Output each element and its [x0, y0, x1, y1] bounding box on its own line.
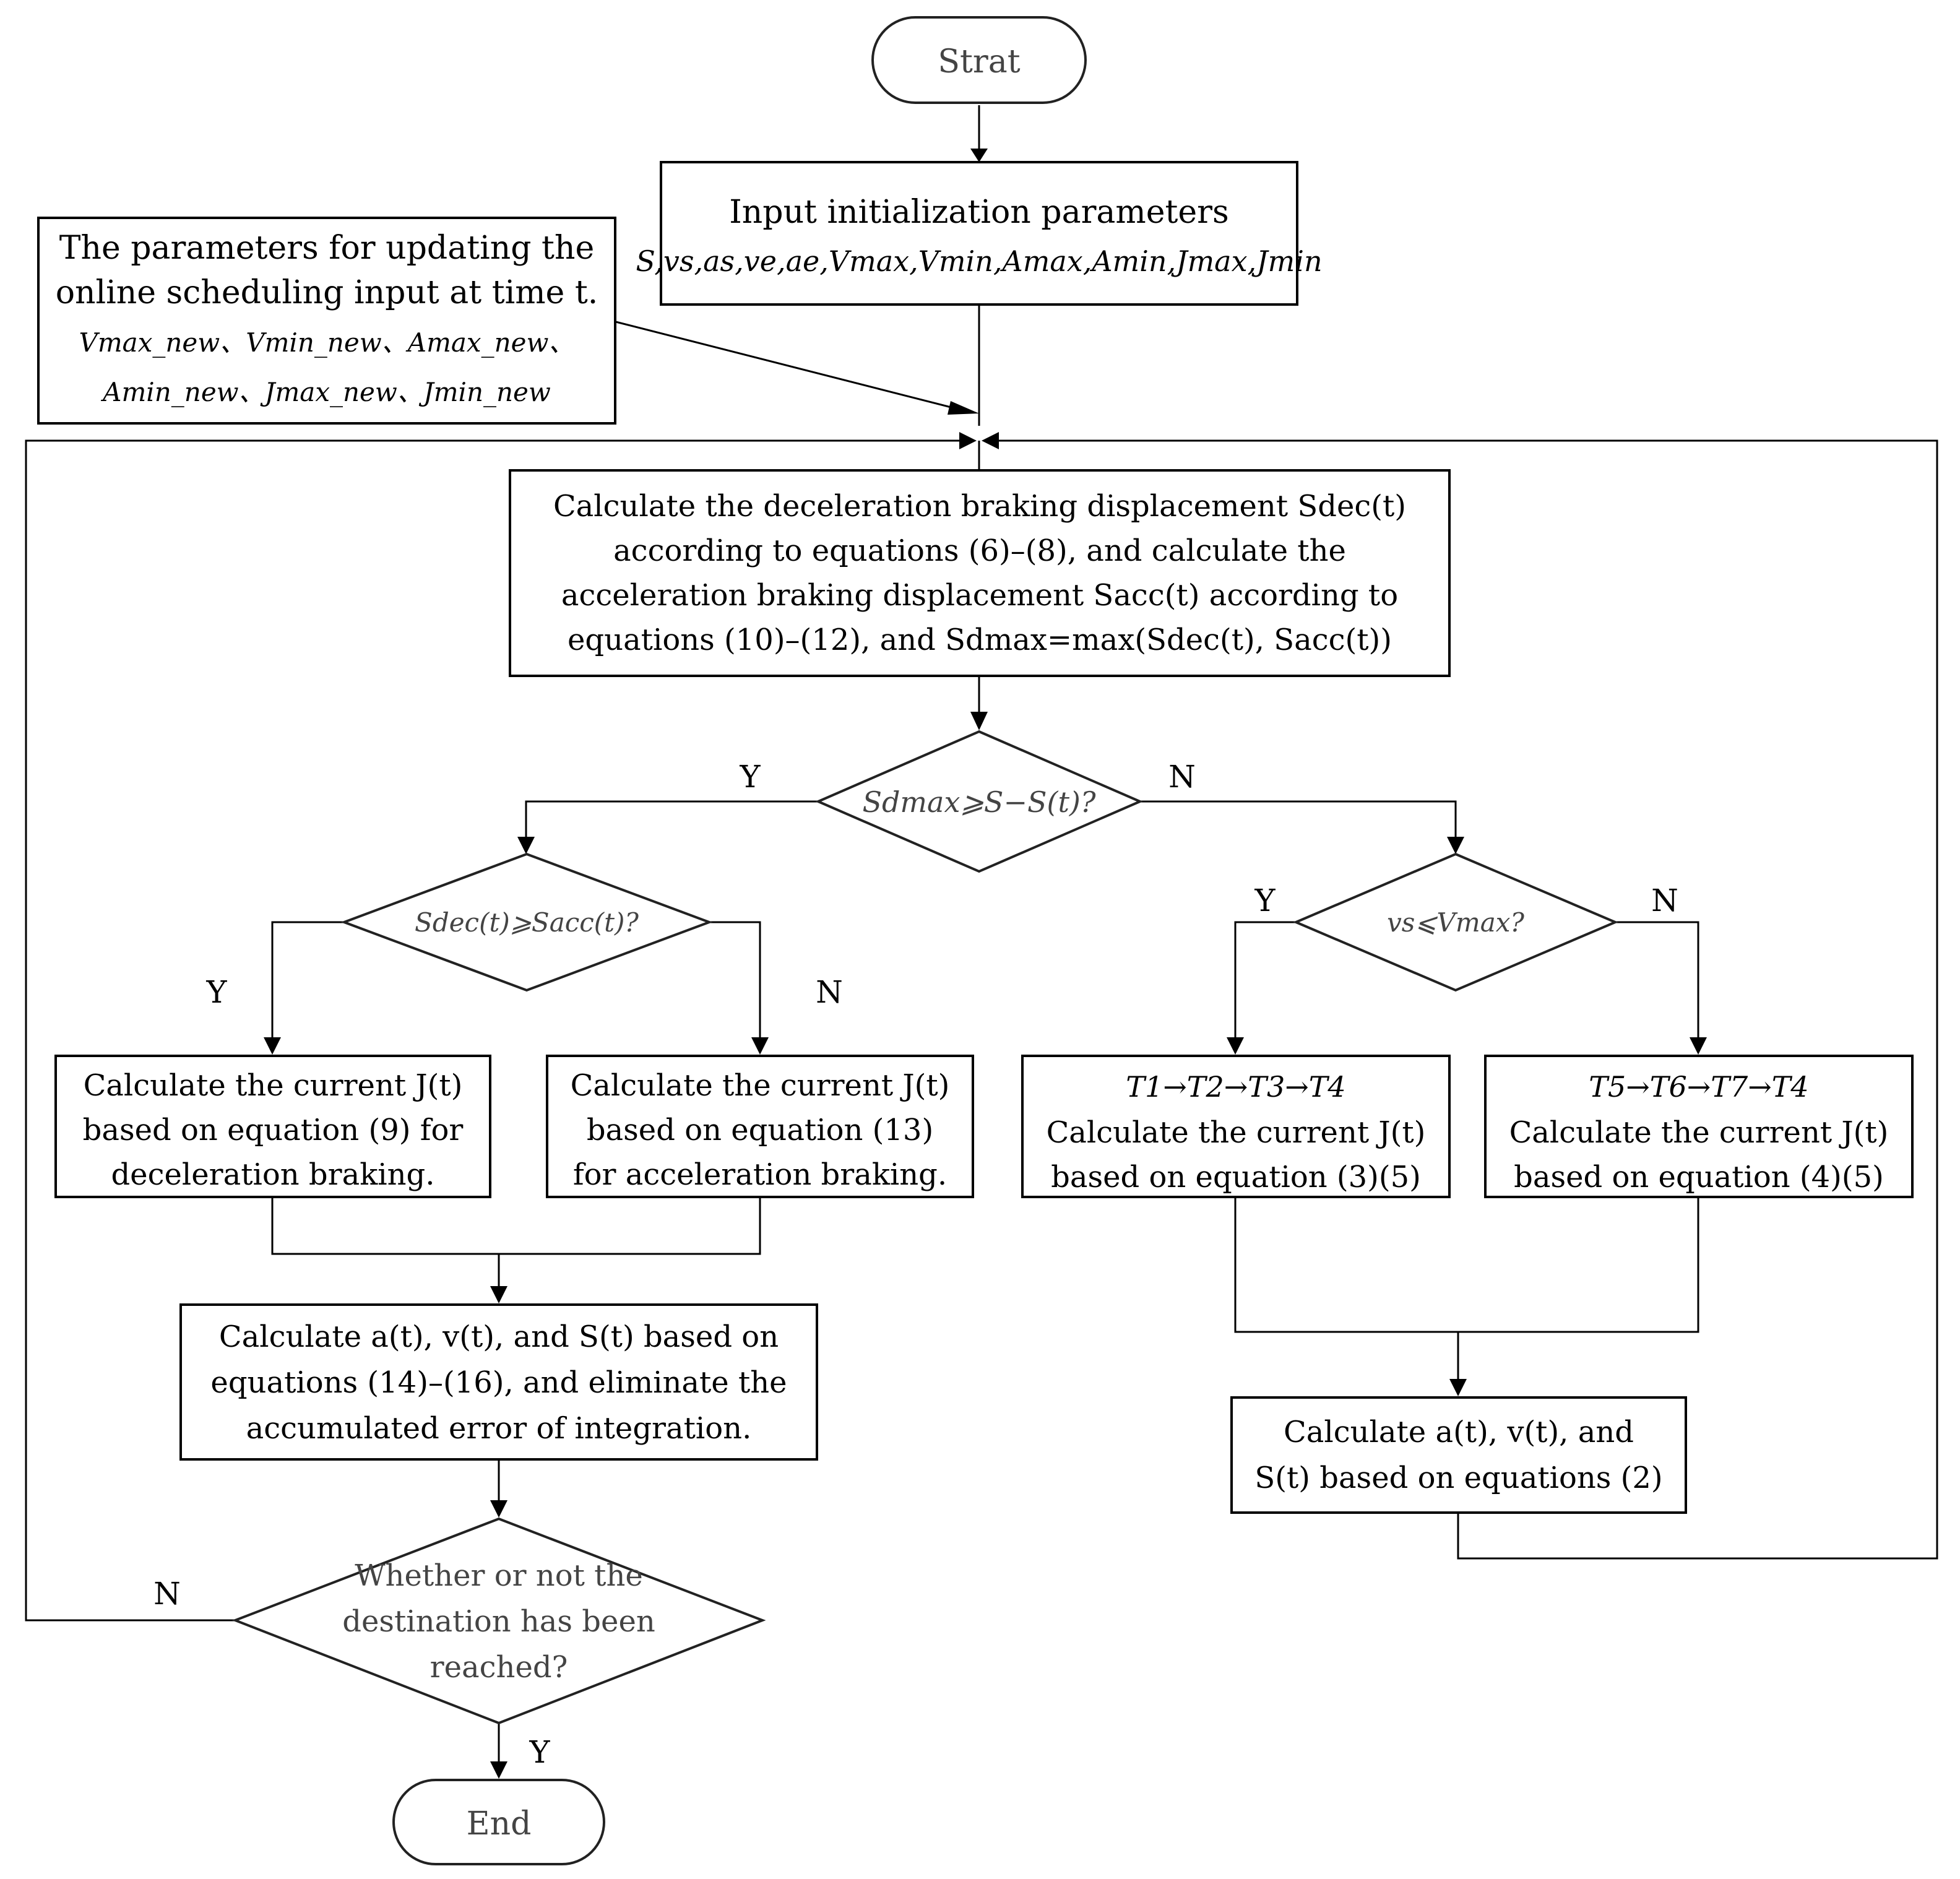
end-label: End — [467, 1805, 532, 1842]
decision-vs-vmax-label: vs⩽Vmax? — [1387, 907, 1524, 938]
decision-sdmax: Sdmax⩾S−S(t)? — [814, 730, 1144, 873]
update-parameters-box: The parameters for updating the online s… — [37, 217, 616, 425]
accel-line1: Calculate the current J(t) — [571, 1068, 950, 1103]
init-parameters-box: Input initialization parameters S,vs,as,… — [636, 161, 1323, 306]
connector-main-yes — [525, 800, 818, 842]
dest-line3: reached? — [430, 1650, 568, 1685]
arrowhead — [490, 1761, 507, 1779]
arrowhead — [490, 1500, 507, 1518]
arrowhead — [1447, 837, 1464, 854]
decision-vs-vmax: vs⩽Vmax? — [1292, 852, 1619, 992]
eq2-line1: Calculate a(t), v(t), and — [1284, 1415, 1634, 1449]
label-left-yes: Y — [205, 974, 227, 1010]
update-line2: online scheduling input at time t. — [56, 274, 598, 311]
arrowhead — [264, 1037, 281, 1055]
acceleration-jerk-box: Calculate the current J(t) based on equa… — [546, 1055, 974, 1198]
arrowhead — [1449, 1379, 1467, 1396]
braking-displacement-box: Calculate the deceleration braking displ… — [509, 469, 1451, 677]
update-line1: The parameters for updating the — [59, 230, 594, 267]
label-main-yes: Y — [739, 759, 761, 795]
calc-line2: according to equations (6)–(8), and calc… — [613, 533, 1346, 568]
connector-loop-right — [998, 439, 1938, 1560]
connector-right-no — [1615, 921, 1699, 1040]
decel-line3: deceleration braking. — [111, 1157, 434, 1192]
start-terminal: Strat — [871, 16, 1087, 104]
t5-t4-jerk-box: T5→T6→T7→T4 Calculate the current J(t) b… — [1484, 1055, 1914, 1198]
calc-line1: Calculate the deceleration braking displ… — [553, 489, 1406, 524]
integrate-line1: Calculate a(t), v(t), and S(t) based on — [219, 1320, 779, 1354]
eq2-line2: S(t) based on equations (2) — [1254, 1461, 1662, 1495]
integrate-line3: accumulated error of integration. — [246, 1411, 752, 1446]
dest-line2: destination has been — [342, 1604, 655, 1639]
t1-t4-jerk-box: T1→T2→T3→T4 Calculate the current J(t) b… — [1021, 1055, 1451, 1198]
decel-line1: Calculate the current J(t) — [84, 1068, 463, 1103]
arrowhead — [948, 401, 979, 415]
t5-line1: T5→T6→T7→T4 — [1589, 1070, 1808, 1104]
connectors — [25, 105, 1938, 1779]
arrowhead — [970, 149, 988, 162]
t1-line3: based on equation (3)(5) — [1051, 1160, 1421, 1194]
t5-line2: Calculate the current J(t) — [1509, 1115, 1889, 1150]
arrowhead — [1227, 1037, 1244, 1055]
decision-sdec-sacc: Sdec(t)⩾Sacc(t)? — [340, 852, 713, 992]
decision-sdec-sacc-label: Sdec(t)⩾Sacc(t)? — [415, 907, 639, 938]
connector-update-merge — [615, 321, 966, 412]
calc-line4: equations (10)–(12), and Sdmax=max(Sdec(… — [568, 623, 1392, 657]
connector-loop-left — [25, 439, 961, 1622]
arrowhead — [517, 837, 535, 854]
accel-line2: based on equation (13) — [587, 1113, 933, 1147]
arrowhead — [490, 1286, 507, 1303]
init-title: Input initialization parameters — [729, 194, 1228, 231]
connector-left-yes — [271, 921, 344, 1040]
integrate-kinematics-box: Calculate a(t), v(t), and S(t) based on … — [179, 1303, 818, 1461]
t1-line2: Calculate the current J(t) — [1047, 1115, 1426, 1150]
arrowhead — [982, 432, 999, 449]
update-line3: Vmax_new、Vmin_new、Amax_new、 — [79, 327, 575, 358]
deceleration-jerk-box: Calculate the current J(t) based on equa… — [54, 1055, 491, 1198]
init-params: S,vs,as,ve,ae,Vmax,Vmin,Amax,Amin,Jmax,J… — [636, 244, 1322, 278]
decision-sdmax-label: Sdmax⩾S−S(t)? — [862, 785, 1095, 819]
update-line4: Amin_new、Jmax_new、Jmin_new — [100, 377, 551, 407]
equation2-kinematics-box: Calculate a(t), v(t), and S(t) based on … — [1230, 1396, 1687, 1514]
t5-line3: based on equation (4)(5) — [1514, 1160, 1884, 1194]
label-left-no: N — [816, 974, 843, 1010]
decel-line2: based on equation (9) for — [83, 1113, 464, 1147]
arrowhead — [1690, 1037, 1707, 1055]
arrowhead — [959, 432, 977, 449]
start-label: Strat — [938, 43, 1020, 80]
integrate-line2: equations (14)–(16), and eliminate the — [210, 1365, 787, 1400]
label-dest-no: N — [153, 1576, 181, 1612]
label-right-yes: Y — [1254, 883, 1276, 918]
end-terminal: End — [392, 1779, 605, 1865]
connector-right-join — [1234, 1197, 1699, 1333]
t1-line1: T1→T2→T3→T4 — [1126, 1070, 1345, 1104]
calc-line3: acceleration braking displacement Sacc(t… — [561, 578, 1398, 613]
arrowhead — [751, 1037, 769, 1055]
connector-left-no — [709, 921, 761, 1040]
connector-main-no — [1140, 800, 1457, 842]
accel-line3: for acceleration braking. — [573, 1157, 947, 1192]
connector-right-yes — [1234, 921, 1296, 1040]
label-dest-yes: Y — [529, 1734, 550, 1770]
label-right-no: N — [1651, 883, 1678, 918]
dest-line1: Whether or not the — [355, 1558, 643, 1593]
arrowhead — [970, 712, 988, 730]
connector-left-join — [271, 1197, 761, 1255]
label-main-no: N — [1168, 759, 1196, 795]
decision-destination: Whether or not the destination has been … — [231, 1517, 766, 1725]
